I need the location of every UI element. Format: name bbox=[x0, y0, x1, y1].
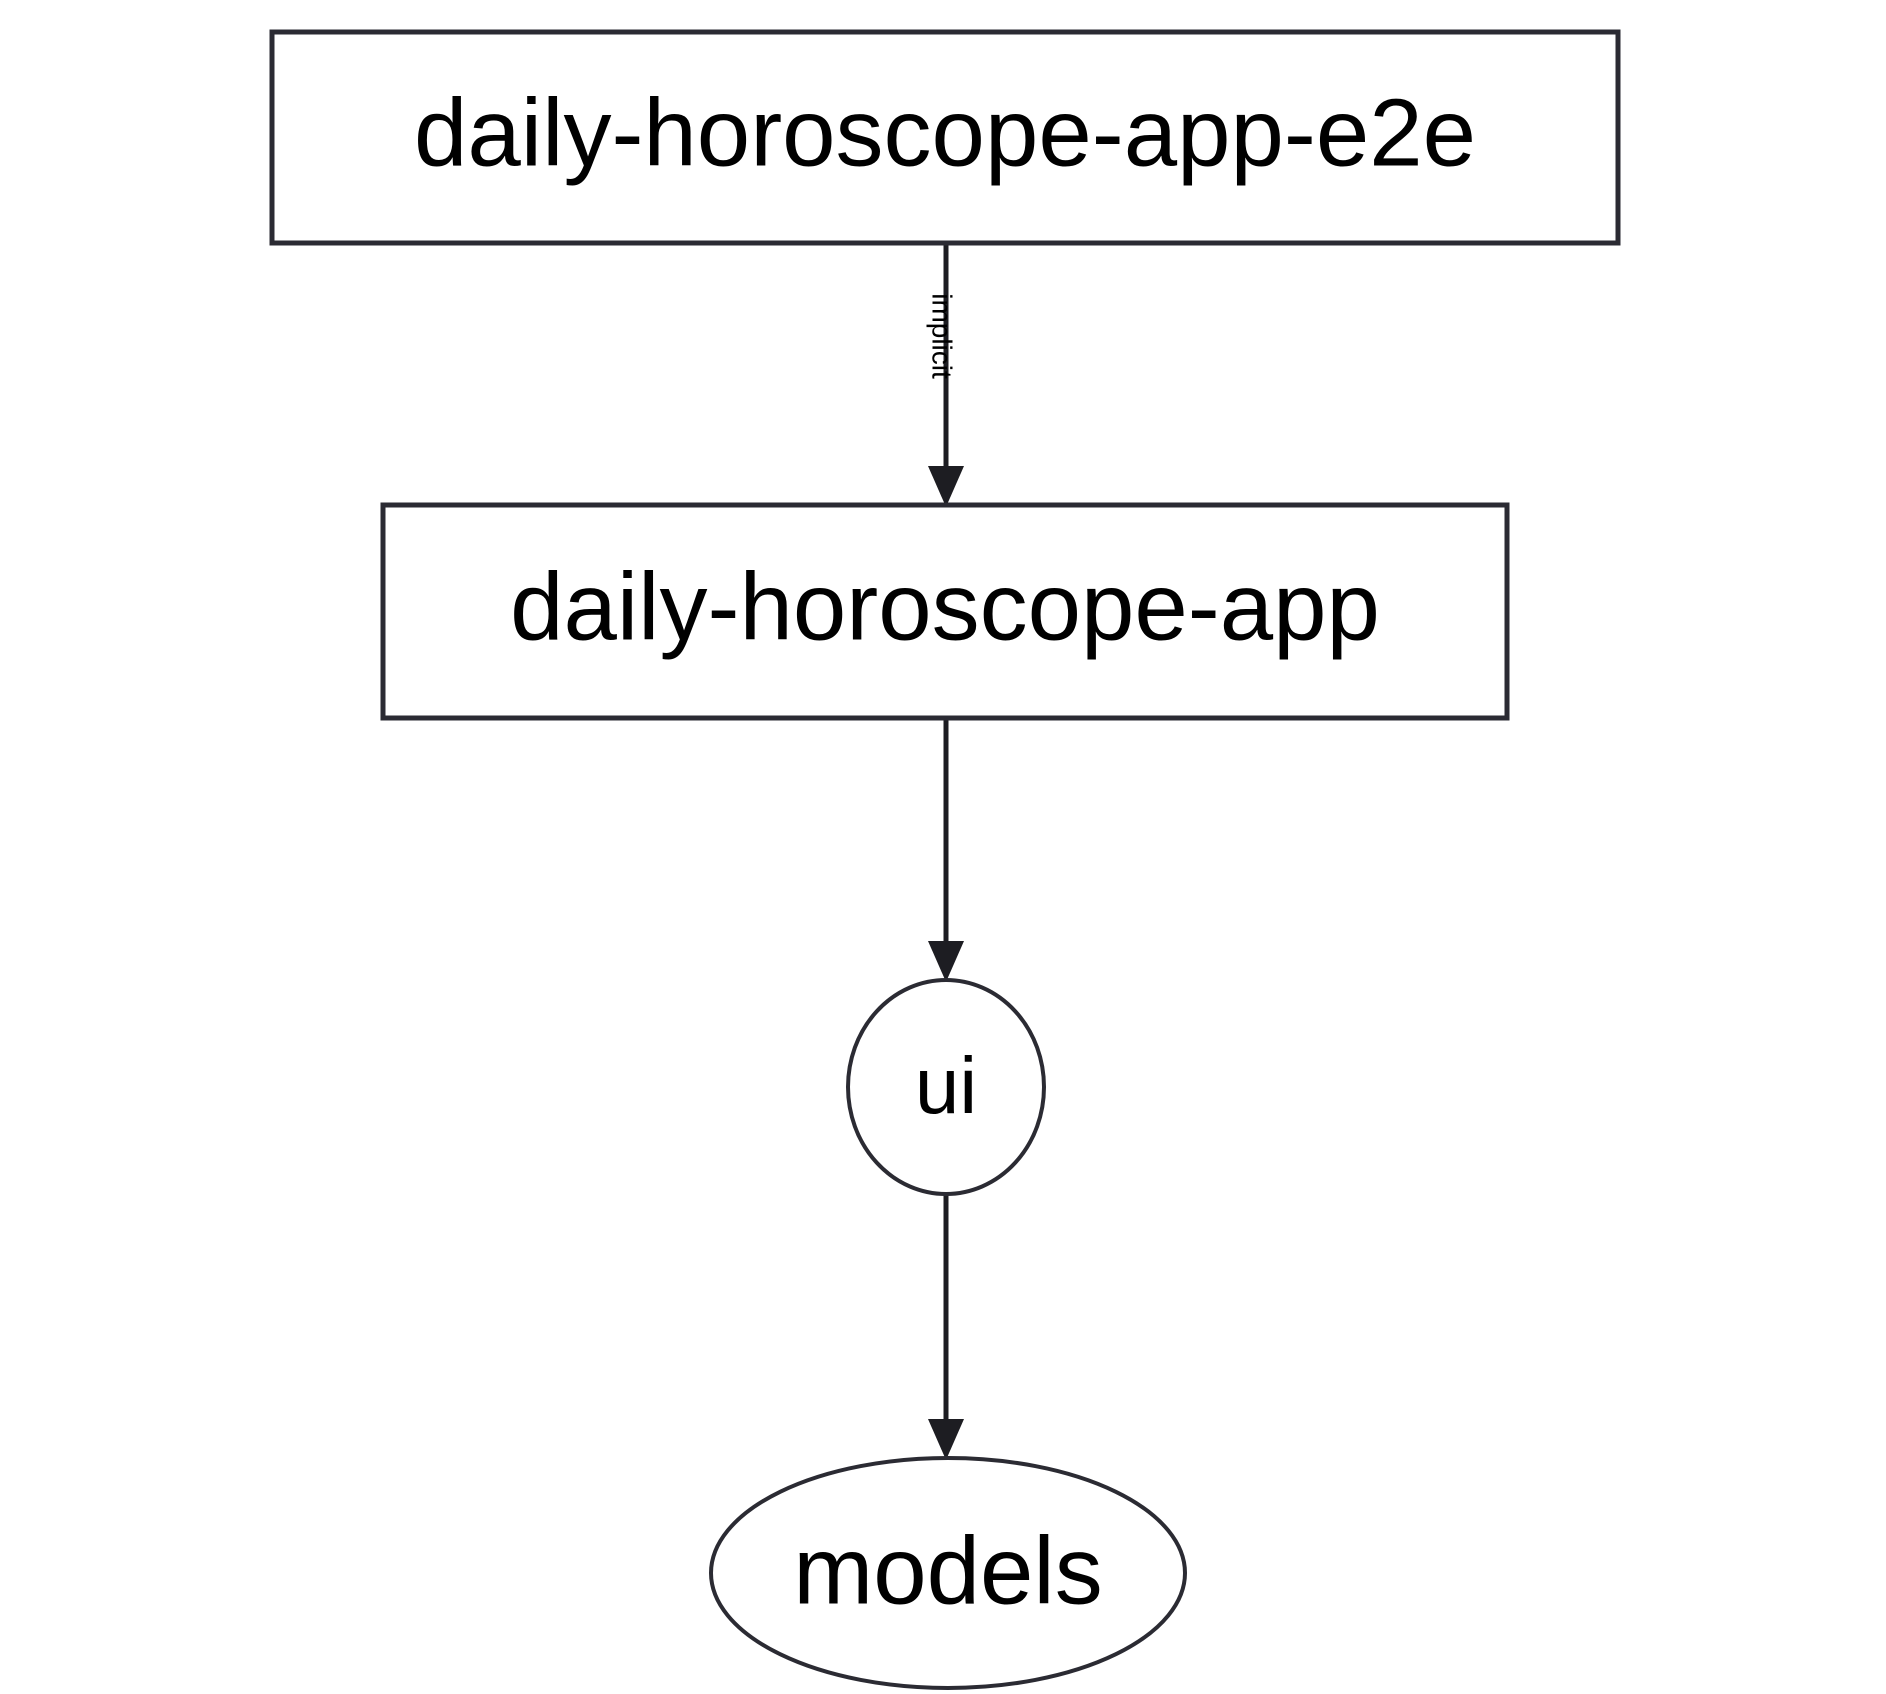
node-daily-horoscope-app-e2e[interactable]: daily-horoscope-app-e2e bbox=[269, 29, 1621, 246]
node-ellipse bbox=[846, 978, 1046, 1196]
node-daily-horoscope-app[interactable]: daily-horoscope-app bbox=[380, 502, 1510, 721]
edge-label-implicit: implicit bbox=[927, 293, 958, 379]
node-ellipse bbox=[709, 1456, 1187, 1690]
edge-ui-to-models[interactable] bbox=[928, 1193, 964, 1460]
node-rect bbox=[380, 502, 1510, 721]
edge-app-to-ui[interactable] bbox=[928, 718, 964, 982]
arrowhead-icon bbox=[928, 466, 964, 507]
node-label: daily-horoscope-app-e2e bbox=[414, 79, 1476, 186]
node-label: ui bbox=[915, 1041, 977, 1130]
arrowhead-icon bbox=[928, 941, 964, 982]
node-label: models bbox=[793, 1517, 1102, 1624]
arrowhead-icon bbox=[928, 1419, 964, 1460]
node-models[interactable]: models bbox=[709, 1456, 1187, 1690]
node-ui[interactable]: ui bbox=[846, 978, 1046, 1196]
edge-e2e-to-app[interactable]: implicit bbox=[927, 243, 964, 507]
node-label: daily-horoscope-app bbox=[510, 553, 1380, 660]
node-rect bbox=[269, 29, 1621, 246]
